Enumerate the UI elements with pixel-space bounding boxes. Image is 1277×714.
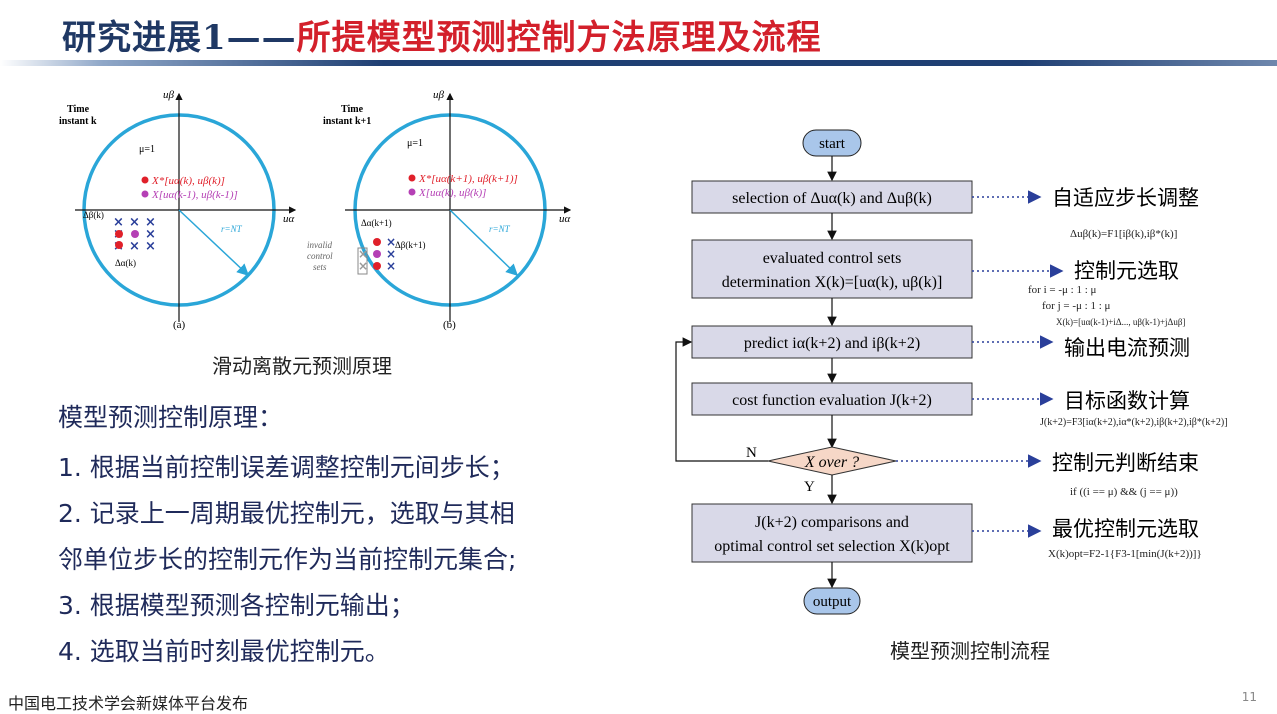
panel-b-mu: μ=1 [407, 138, 423, 149]
svg-text:×: × [129, 215, 140, 230]
output-label: output [813, 594, 852, 610]
step-control-sets-line1: evaluated control sets [763, 250, 902, 267]
panel-b-invalid-3: sets [313, 262, 327, 272]
panel-a-purple-dot [131, 230, 139, 238]
panel-a-delta-alpha: Δα(k) [115, 258, 136, 268]
panel-a: Time instant k uβ uα μ=1 X*[uα(k), uβ(k)… [59, 89, 297, 331]
panel-b-axis-ubeta: uβ [433, 89, 445, 101]
svg-text:×: × [358, 259, 368, 273]
principle-item-2: 2. 记录上一周期最优控制元，选取与其相 [58, 499, 515, 528]
formula-xk: X(k)=[uα(k-1)+iΔ..., uβ(k-1)+jΔuβ] [1056, 317, 1185, 327]
svg-text:×: × [113, 215, 124, 230]
panel-a-time-1: Time [67, 104, 90, 115]
panel-b-axis-ualpha: uα [559, 213, 571, 225]
panel-a-purple-label: X[uα(k-1), uβ(k-1)] [151, 189, 238, 201]
principle-item-4: 4. 选取当前时刻最优控制元。 [58, 637, 390, 666]
panel-b-radius: r=NT [489, 224, 511, 234]
step-select-delta-label: selection of Δuα(k) and Δuβ(k) [732, 190, 932, 207]
page-number: 11 [1241, 690, 1257, 704]
svg-text:×: × [386, 235, 396, 249]
panel-b-invalid-1: invalid [307, 240, 332, 250]
svg-text:×: × [145, 239, 156, 254]
panel-a-axis-ualpha: uα [283, 213, 295, 225]
note-select-element: 控制元选取 [1074, 259, 1179, 283]
note-adaptive-step: 自适应步长调整 [1052, 186, 1199, 210]
panel-b-red-dot-1 [373, 238, 381, 246]
panel-a-red-label: X*[uα(k), uβ(k)] [151, 175, 225, 187]
note-optimal-select: 最优控制元选取 [1052, 517, 1199, 541]
sliding-element-diagram: Time instant k uβ uα μ=1 X*[uα(k), uβ(k)… [55, 82, 595, 340]
panel-a-purple-dot-legend [141, 190, 149, 198]
svg-text:×: × [386, 247, 396, 261]
panel-b-red-dot-legend [408, 174, 416, 182]
panel-b-crosses: ×× × × × [358, 235, 396, 273]
step-optimal-line1: J(k+2) comparisons and [755, 514, 909, 531]
mpc-flowchart: start selection of Δuα(k) and Δuβ(k) eva… [660, 125, 1260, 625]
panel-a-red-dot-legend [141, 176, 149, 184]
flowchart-caption: 模型预测控制流程 [890, 639, 1050, 663]
panel-a-radius: r=NT [221, 224, 243, 234]
formula-for-i: for i = -μ : 1 : μ [1028, 284, 1097, 296]
panel-a-mu: μ=1 [139, 144, 155, 155]
step-select-delta [691, 180, 973, 214]
svg-text:×: × [145, 215, 156, 230]
svg-text:×: × [358, 247, 368, 261]
panel-b-purple-label: X[uα(k), uβ(k)] [418, 187, 486, 199]
panel-b-purple-dot [373, 250, 381, 258]
panel-a-time-2: instant k [59, 116, 97, 127]
panel-a-red-dot-2 [115, 241, 123, 249]
start-label: start [819, 136, 846, 152]
panel-b-delta-alpha: Δα(k+1) [361, 218, 392, 228]
step-optimal-line2: optimal control set selection X(k)opt [714, 538, 950, 555]
panel-a-red-dot-1 [115, 230, 123, 238]
panel-b-delta-beta: Δβ(k+1) [395, 240, 425, 250]
formula-for-j: for j = -μ : 1 : μ [1042, 300, 1111, 312]
panel-b-time-2: instant k+1 [323, 116, 371, 127]
decision-no-label: N [746, 445, 757, 461]
sliding-element-svg: Time instant k uβ uα μ=1 X*[uα(k), uβ(k)… [59, 89, 572, 331]
formula-if: if ((i == μ) && (j == μ)) [1070, 486, 1178, 498]
principle-item-2-cont: 邻单位步长的控制元作为当前控制元集合; [58, 545, 517, 574]
formula-delta-beta: Δuβ(k)=F1[iβ(k),iβ*(k)] [1070, 228, 1177, 240]
panel-b: Time instant k+1 uβ uα μ=1 X*[uα(k+1), u… [307, 89, 572, 331]
panel-b-red-dot-2 [373, 262, 381, 270]
slide-title: 研究进展1——所提模型预测控制方法原理及流程 [62, 10, 822, 59]
panel-b-time-1: Time [341, 104, 364, 115]
step-control-sets [691, 239, 973, 299]
principle-item-1: 1. 根据当前控制误差调整控制元间步长； [58, 453, 515, 482]
step-optimal [691, 503, 973, 563]
footer-source: 中国电工技术学会新媒体平台发布 [8, 694, 249, 713]
svg-text:×: × [129, 239, 140, 254]
panel-b-red-label: X*[uα(k+1), uβ(k+1)] [418, 173, 518, 185]
title-prefix: 研究进展1—— [62, 18, 297, 58]
panel-a-delta-beta: Δβ(k) [83, 210, 104, 220]
left-diagram-caption: 滑动离散元预测原理 [212, 354, 392, 378]
step-cost-label: cost function evaluation J(k+2) [732, 392, 932, 409]
formula-opt: X(k)opt=F2-1{F3-1[min(J(k+2))]} [1048, 548, 1202, 560]
note-cost-calc: 目标函数计算 [1064, 389, 1190, 413]
svg-text:×: × [145, 227, 156, 242]
panel-b-invalid-2: control [307, 251, 333, 261]
step-predict-label: predict iα(k+2) and iβ(k+2) [744, 335, 920, 352]
formula-cost: J(k+2)=F3[iα(k+2),iα*(k+2),iβ(k+2),iβ*(k… [1040, 417, 1228, 428]
title-divider [0, 60, 1277, 66]
panel-b-invalid-box [357, 247, 368, 275]
decision-yes-label: Y [804, 479, 815, 495]
panel-b-sublabel: (b) [443, 319, 456, 331]
flowchart-svg: start selection of Δuα(k) and Δuβ(k) eva… [675, 129, 1228, 615]
principle-heading: 模型预测控制原理： [58, 403, 284, 432]
panel-a-axis-ubeta: uβ [163, 89, 175, 101]
note-current-prediction: 输出电流预测 [1064, 336, 1190, 360]
svg-text:×: × [386, 259, 396, 273]
output-terminal [803, 587, 861, 615]
panel-a-sublabel: (a) [173, 319, 186, 331]
principle-item-3: 3. 根据模型预测各控制元输出； [58, 591, 415, 620]
step-control-sets-line2: determination X(k)=[uα(k), uβ(k)] [722, 274, 943, 291]
decision-label: X over ? [804, 454, 859, 471]
note-end-judgement: 控制元判断结束 [1052, 451, 1199, 475]
panel-b-purple-dot-legend [408, 188, 416, 196]
principle-list: 模型预测控制原理： 1. 根据当前控制误差调整控制元间步长； 2. 记录上一周期… [58, 395, 698, 675]
title-main: 所提模型预测控制方法原理及流程 [296, 18, 822, 58]
